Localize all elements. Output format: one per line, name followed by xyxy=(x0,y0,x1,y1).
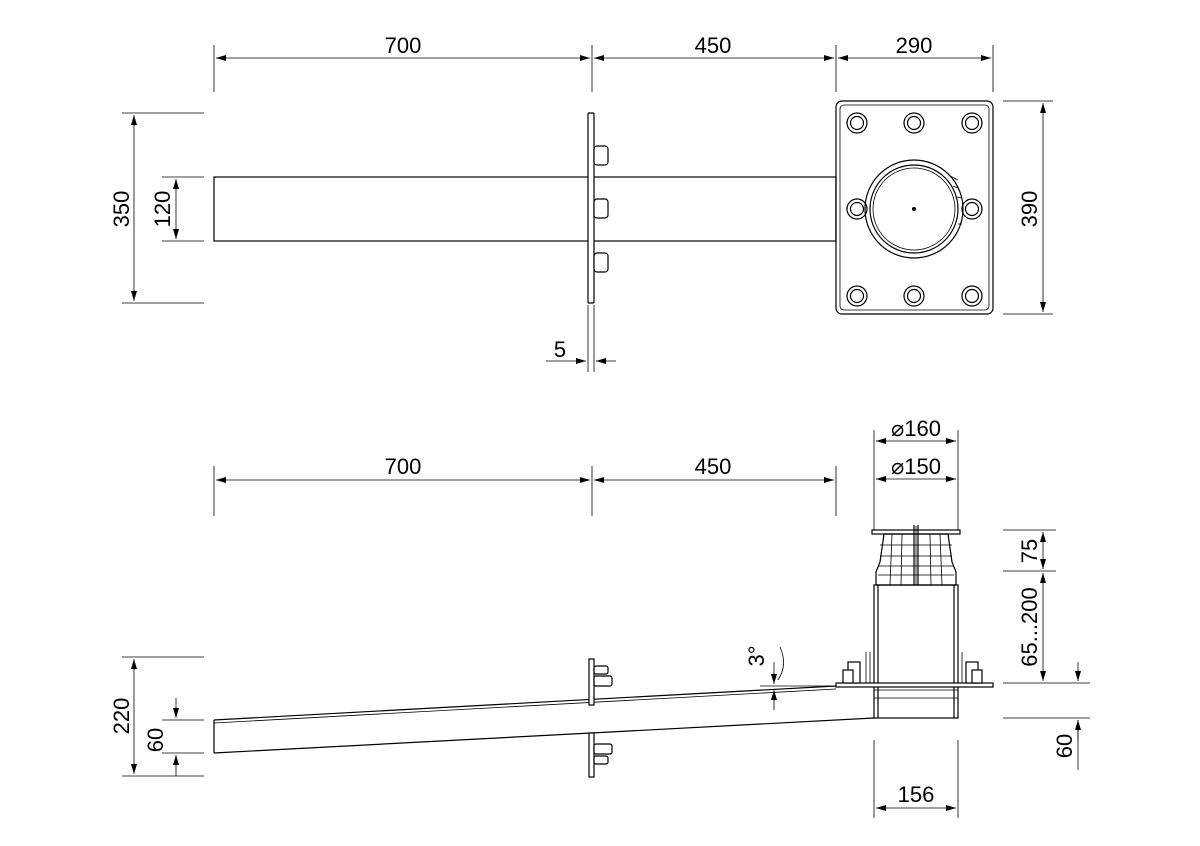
side-dim-65-200: 65...200 xyxy=(1017,587,1042,667)
top-plate xyxy=(835,100,994,315)
side-view: 700 450 ⌀160 ⌀150 220 60 xyxy=(109,416,1090,818)
side-dim-75: 75 xyxy=(1017,539,1042,563)
side-dim-156: 156 xyxy=(898,782,935,807)
top-dim-290: 290 xyxy=(896,33,933,58)
top-dim-700: 700 xyxy=(385,33,422,58)
side-dim-d160: ⌀160 xyxy=(891,416,941,441)
top-dim-350: 350 xyxy=(109,191,134,228)
top-view: 700 450 290 350 120 xyxy=(109,33,1053,372)
top-pipe xyxy=(213,176,837,242)
top-dim-450: 450 xyxy=(695,33,732,58)
side-flange xyxy=(588,658,613,778)
side-dim-60-left: 60 xyxy=(143,728,168,752)
top-dim-390: 390 xyxy=(1017,191,1042,228)
side-drain-body xyxy=(835,584,994,719)
side-dim-220: 220 xyxy=(109,698,134,735)
top-flange-studs xyxy=(593,145,609,273)
side-sloped-pipe xyxy=(213,685,875,754)
side-dim-d150: ⌀150 xyxy=(891,454,941,479)
top-dim-120: 120 xyxy=(150,191,175,228)
top-dim-5: 5 xyxy=(554,337,566,362)
side-dim-450: 450 xyxy=(695,454,732,479)
side-dim-3deg: 3° xyxy=(744,645,769,666)
side-dim-700: 700 xyxy=(385,454,422,479)
side-grating xyxy=(871,525,961,586)
top-drain-ring xyxy=(864,159,964,259)
top-flange xyxy=(587,112,595,304)
side-dim-60-right: 60 xyxy=(1052,734,1077,758)
